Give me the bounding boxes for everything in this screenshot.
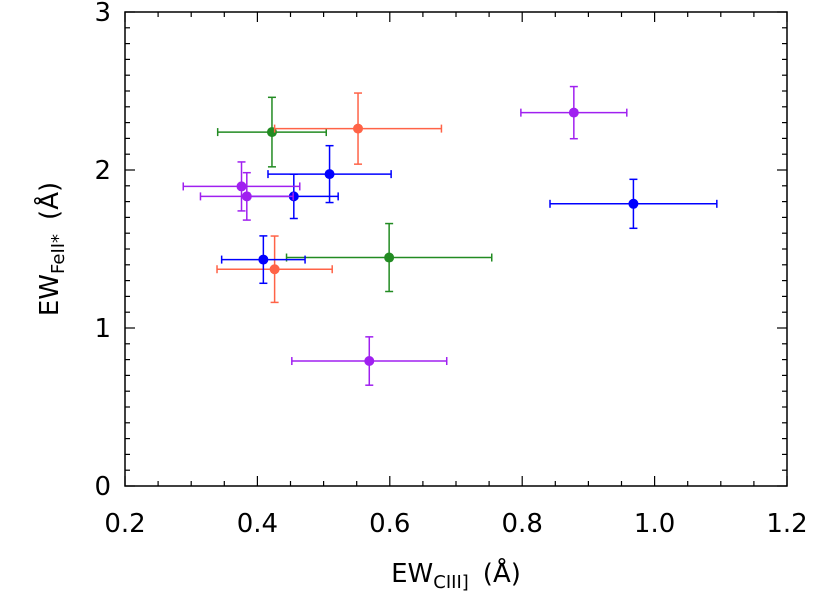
data-point xyxy=(269,264,280,275)
x-tick-label: 1.0 xyxy=(634,509,675,539)
x-axis-label: EWCIII] (Å) xyxy=(391,557,521,593)
data-point-group xyxy=(220,235,306,285)
axis-ticks xyxy=(124,11,788,487)
x-tick-label: 0.2 xyxy=(104,509,145,539)
plot-frame xyxy=(124,11,788,487)
data-point-group xyxy=(273,92,443,165)
y-axis-label-sub: FeII* xyxy=(48,234,69,274)
data-point xyxy=(568,107,579,118)
data-point-group xyxy=(216,235,333,304)
data-point xyxy=(353,123,364,134)
data-point xyxy=(258,254,269,265)
data-point-group xyxy=(267,144,392,204)
data-point xyxy=(324,169,335,180)
y-tick-label: 1 xyxy=(94,314,111,344)
y-tick-label: 3 xyxy=(94,0,111,28)
data-points xyxy=(182,85,718,386)
x-tick-labels: 0.2 0.4 0.6 0.8 1.0 1.2 xyxy=(104,509,807,539)
x-tick-label: 0.8 xyxy=(502,509,543,539)
x-tick-label: 0.6 xyxy=(369,509,410,539)
x-axis-label-unit: (Å) xyxy=(483,557,521,589)
data-point xyxy=(241,191,252,202)
y-axis-label-unit: (Å) xyxy=(33,182,65,220)
data-point xyxy=(628,198,639,209)
data-point-group xyxy=(216,96,327,168)
x-tick-label: 1.2 xyxy=(766,509,807,539)
data-point-group xyxy=(549,178,718,230)
data-point xyxy=(364,356,375,367)
data-point xyxy=(384,252,395,263)
y-tick-label: 0 xyxy=(94,472,111,502)
data-point-group xyxy=(182,161,301,212)
y-axis-label: EWFeII* (Å) xyxy=(33,182,69,316)
x-tick-label: 0.4 xyxy=(237,509,278,539)
y-axis-label-main: EW xyxy=(35,274,65,316)
data-point-group xyxy=(520,85,628,140)
data-point-group xyxy=(199,171,294,221)
data-point-group xyxy=(291,336,448,386)
x-axis-label-sub: CIII] xyxy=(433,572,469,593)
x-axis-label-main: EW xyxy=(391,559,433,589)
y-tick-labels: 0 1 2 3 xyxy=(94,0,111,502)
data-point xyxy=(236,181,247,192)
data-point-group xyxy=(285,222,493,293)
y-tick-label: 2 xyxy=(94,156,111,186)
